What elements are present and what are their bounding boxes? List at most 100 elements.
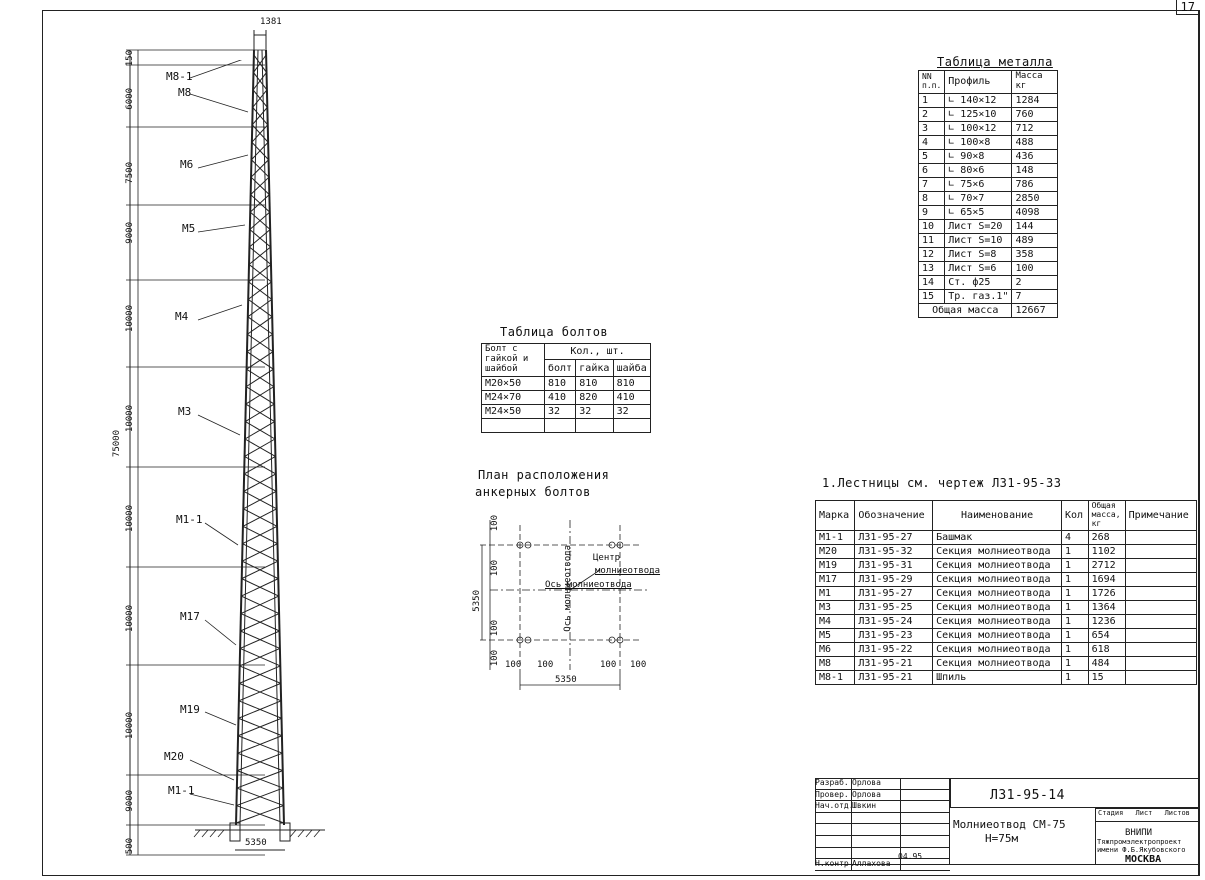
spec-row-cell: 1 bbox=[1061, 614, 1089, 629]
metal-row-cell: 6 bbox=[917, 162, 946, 178]
metal-row-cell: 148 bbox=[1011, 162, 1058, 178]
metal-row-cell: ∟ 125×10 bbox=[944, 106, 1013, 122]
sheet-frame bbox=[42, 10, 1200, 876]
bolts-row-cell: 32 bbox=[575, 403, 614, 419]
metal-row-cell: 2 bbox=[917, 106, 946, 122]
metal-row-cell: ∟ 70×7 bbox=[944, 190, 1013, 206]
signature-role: Провер. bbox=[815, 789, 852, 801]
seg-dim: 7500 bbox=[125, 162, 135, 184]
anchor-dim: 100 bbox=[505, 660, 522, 670]
spec-row-cell: 654 bbox=[1087, 628, 1126, 643]
spec-row-cell bbox=[1124, 530, 1198, 545]
bolts-table: Болт с гайкой и шайбой Кол., шт. болт га… bbox=[481, 342, 652, 433]
spec-row-cell: Л31-95-23 bbox=[854, 628, 934, 643]
spec-row-cell: М1-1 bbox=[814, 530, 856, 545]
tower-mark: М8 bbox=[178, 86, 192, 99]
anchor-dim: 100 bbox=[490, 620, 500, 637]
spec-row-cell: М5 bbox=[814, 628, 856, 643]
metal-row-cell: 4 bbox=[917, 134, 946, 150]
metal-row-cell: Лист S=6 bbox=[944, 260, 1013, 276]
seg-dim: 10000 bbox=[125, 712, 135, 740]
metal-row-cell: 9 bbox=[917, 204, 946, 220]
metal-row-cell: 358 bbox=[1011, 246, 1058, 262]
spec-row-cell: 618 bbox=[1087, 642, 1126, 657]
signature-name: Орлова bbox=[852, 789, 901, 801]
stage-headers: Стадия Лист Листов bbox=[1098, 809, 1190, 817]
anchor-center-label: молниеотвода bbox=[595, 566, 661, 576]
spec-row-cell: Л31-95-31 bbox=[854, 558, 934, 573]
seg-dim: 10000 bbox=[125, 405, 135, 433]
anchor-plan-title-2: анкерных болтов bbox=[475, 485, 591, 499]
base-width-dim: 5350 bbox=[245, 838, 267, 848]
spec-row-cell: Л31-95-22 bbox=[854, 642, 934, 657]
metal-row-cell: Тр. газ.1" bbox=[944, 288, 1013, 304]
anchor-dim: 100 bbox=[490, 560, 500, 577]
metal-row-cell: ∟ 90×8 bbox=[944, 148, 1013, 164]
seg-dim: 10000 bbox=[125, 305, 135, 333]
metal-row-cell: 15 bbox=[917, 288, 946, 304]
spec-row-cell: Секция молниеотвода bbox=[932, 544, 1063, 559]
spec-row-cell: Л31-95-32 bbox=[854, 544, 934, 559]
anchor-plan-drawing bbox=[480, 520, 650, 690]
signature-role bbox=[815, 847, 852, 859]
spec-row-cell bbox=[1124, 670, 1198, 685]
tower-mark: М5 bbox=[182, 222, 196, 235]
bolts-row-cell: 810 bbox=[575, 375, 614, 391]
metal-row-cell: Лист S=8 bbox=[944, 246, 1013, 262]
signature-row: Разраб.Орлова bbox=[815, 778, 950, 790]
metal-row-cell: 2 bbox=[1011, 274, 1058, 290]
tower-mark: М3 bbox=[178, 405, 192, 418]
signature-role bbox=[815, 824, 852, 835]
anchor-axis-label: Ось молниеотвода bbox=[545, 580, 632, 590]
signature-row bbox=[815, 812, 950, 825]
page-number: 17 bbox=[1175, 0, 1199, 15]
tower-mark: М19 bbox=[180, 703, 200, 716]
ladders-note: 1.Лестницы см. чертеж Л31-95-33 bbox=[822, 476, 1062, 490]
total-height-dim: 75000 bbox=[112, 430, 122, 458]
anchor-center-label: Центр bbox=[593, 553, 621, 563]
metal-row-cell: 712 bbox=[1011, 120, 1058, 136]
anchor-dim: 100 bbox=[490, 515, 500, 532]
tower-mark: М20 bbox=[164, 750, 184, 763]
bolts-subheader: болт bbox=[543, 359, 577, 377]
spec-row-cell: Л31-95-24 bbox=[854, 614, 934, 629]
spec-row-cell: 2712 bbox=[1087, 558, 1126, 573]
metal-row-cell: 2850 bbox=[1011, 190, 1058, 206]
metal-row-cell: 786 bbox=[1011, 176, 1058, 192]
tower-elevation bbox=[126, 30, 325, 856]
metal-row-cell: 489 bbox=[1011, 232, 1058, 248]
seg-dim: 9000 bbox=[125, 222, 135, 244]
signature-name: Орлова bbox=[852, 778, 901, 789]
metal-row-cell: ∟ 100×12 bbox=[944, 120, 1013, 136]
spec-row-cell: Секция молниеотвода bbox=[932, 656, 1063, 671]
spec-row-cell: 1236 bbox=[1087, 614, 1126, 629]
signature-name: Аллахова bbox=[852, 859, 901, 870]
anchor-dim: 5350 bbox=[555, 675, 577, 685]
spec-row-cell: Л31-95-21 bbox=[854, 670, 934, 685]
metal-total-label: Общая масса bbox=[917, 302, 1013, 318]
metal-row-cell: 760 bbox=[1011, 106, 1058, 122]
bolts-subheader: шайба bbox=[612, 359, 652, 377]
seg-dim: 500 bbox=[125, 838, 135, 855]
bolts-header: Кол., шт. bbox=[544, 342, 651, 361]
spec-row-cell: 1 bbox=[1061, 600, 1089, 615]
spec-row-cell: 1694 bbox=[1087, 572, 1126, 587]
tower-mark: М1-1 bbox=[168, 784, 195, 797]
spec-row-cell: М8 bbox=[814, 656, 856, 671]
